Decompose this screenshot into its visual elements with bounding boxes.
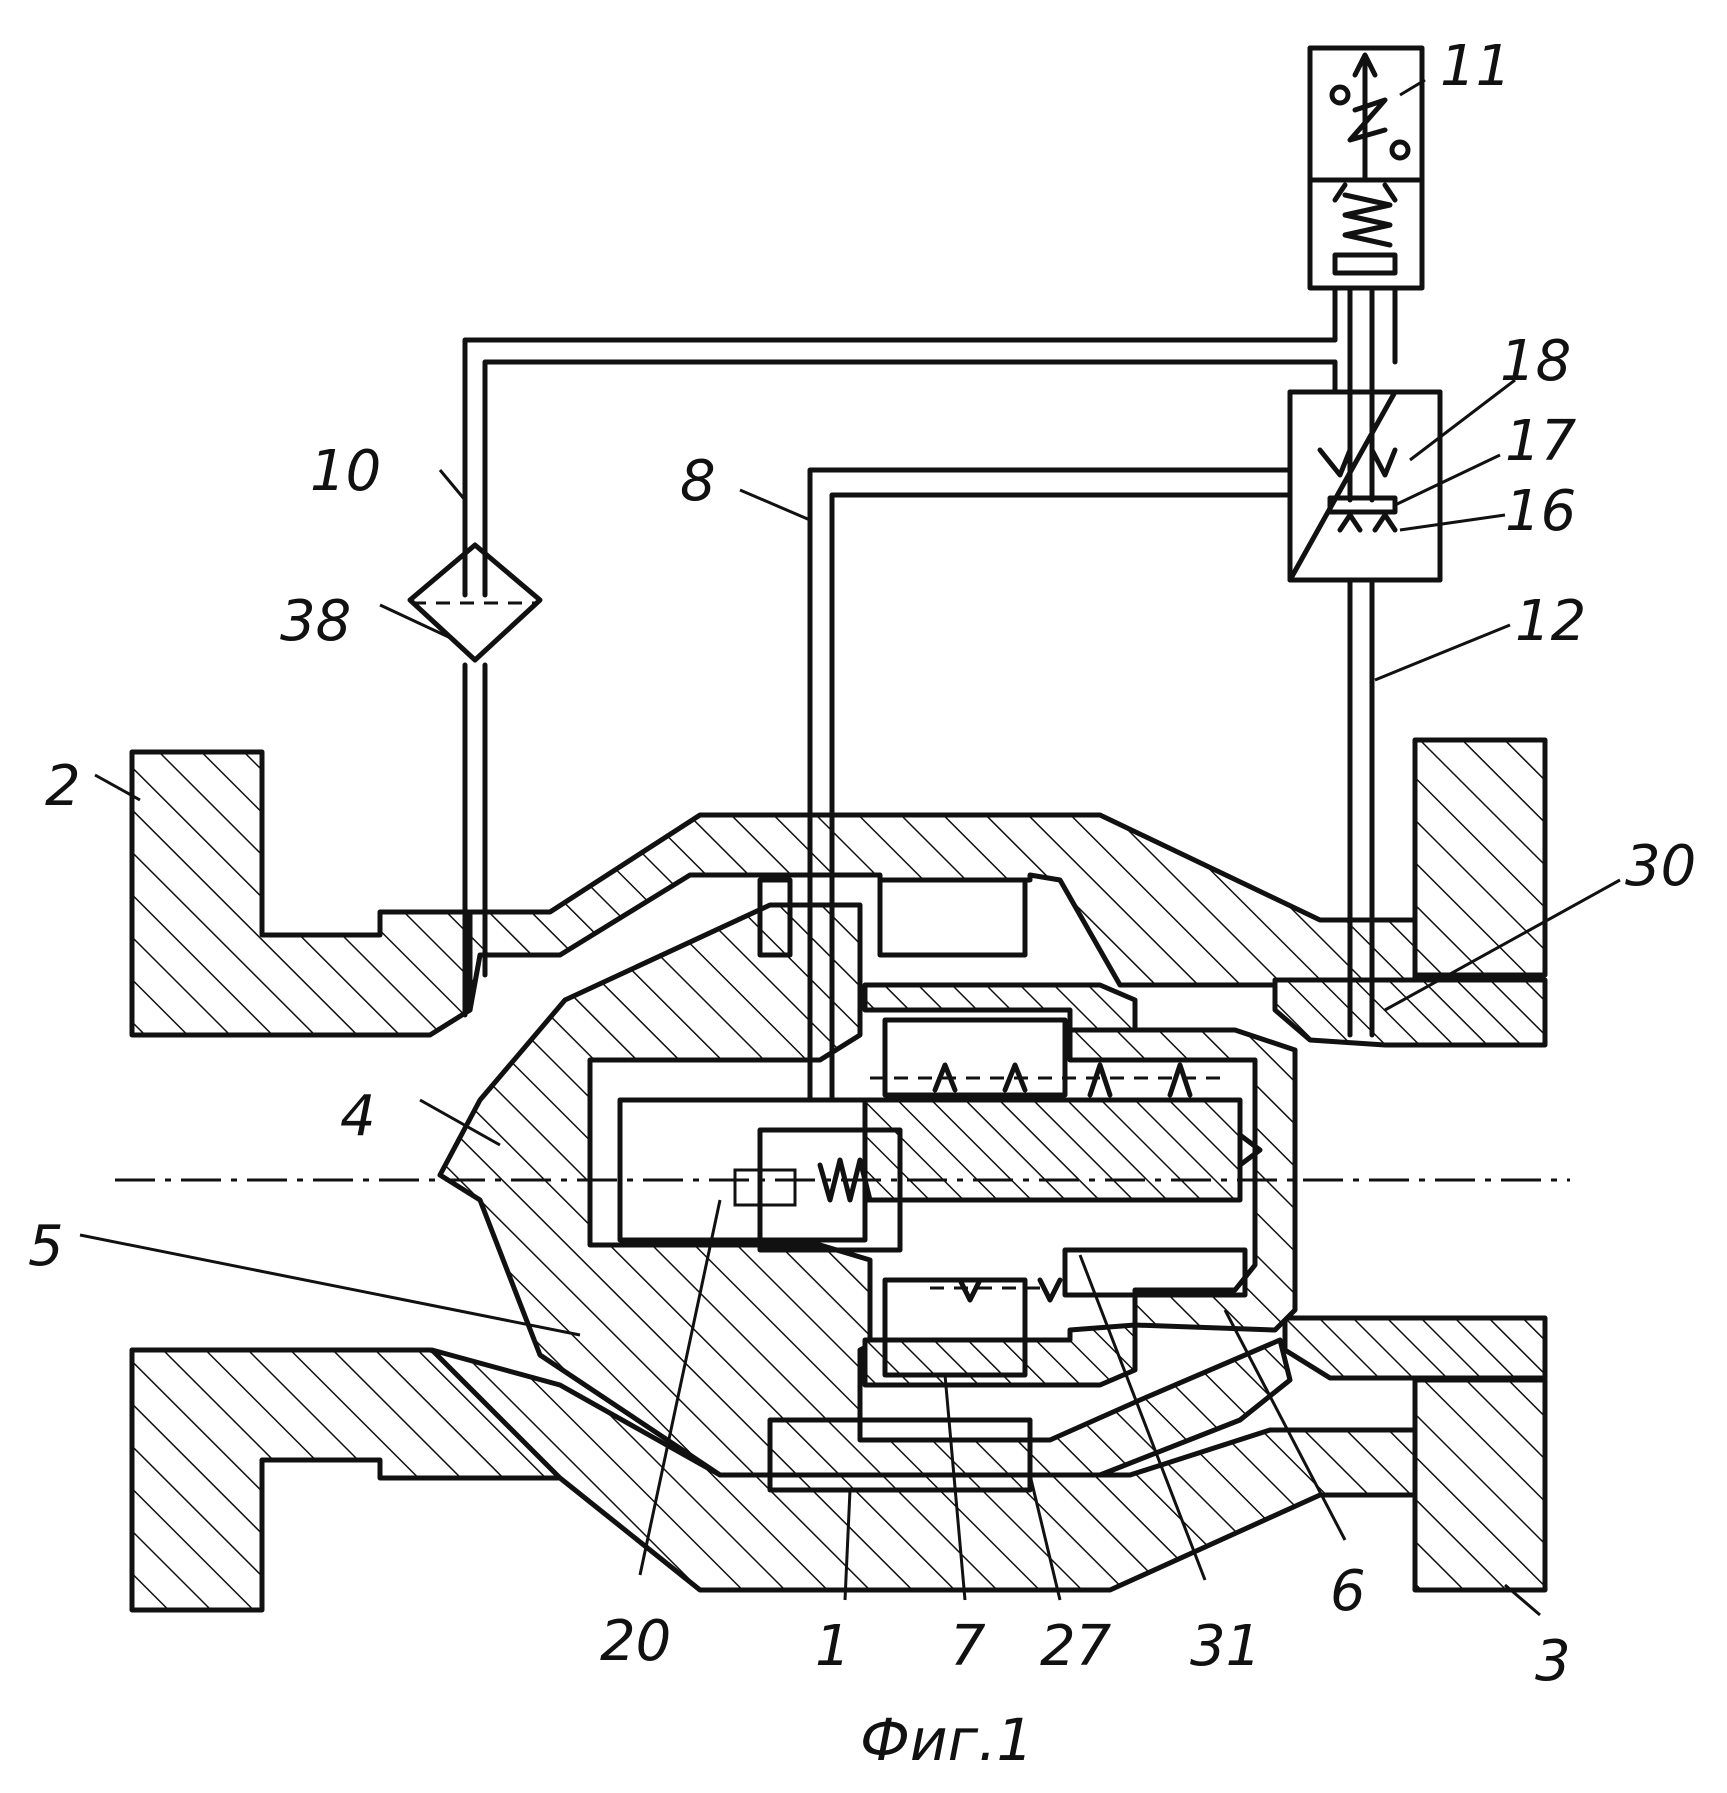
- liner-upper: [865, 985, 1135, 1030]
- label-11: 10: [310, 439, 381, 504]
- disc-18: [1330, 498, 1395, 512]
- label-20: 20: [600, 1609, 671, 1674]
- label-38: 38: [280, 589, 351, 654]
- label-12: 12: [1515, 589, 1586, 654]
- label-31: 31: [1190, 1614, 1261, 1679]
- solenoid-contact-2: [1392, 142, 1408, 158]
- body-window-2: [880, 880, 1025, 955]
- piston-rod: [865, 1100, 1240, 1200]
- seat-ring-upper: [1275, 980, 1545, 1045]
- spring-marks-lower: [960, 1280, 1060, 1300]
- label-7: 7: [950, 1614, 986, 1679]
- chamber-upper-left: [885, 1020, 1065, 1095]
- label-8: 8: [680, 449, 716, 514]
- label-3: 3: [1535, 1629, 1571, 1694]
- right-flange-lower: [1415, 1380, 1545, 1590]
- label-5: 5: [28, 1214, 64, 1279]
- left-flange-upper: [132, 752, 470, 1035]
- label-16: 16: [1505, 479, 1576, 544]
- label-10: 11: [1440, 34, 1511, 99]
- valve-housing-16-17-18: [1290, 362, 1440, 580]
- solenoid-zigzag: [1350, 100, 1385, 140]
- label-30: 30: [1625, 834, 1696, 899]
- pilot-spool: [735, 1170, 795, 1205]
- figure-caption: Фиг.1: [860, 1706, 1033, 1774]
- solenoid-neck: [1335, 288, 1395, 362]
- valve-body-box: [1290, 392, 1440, 580]
- seat-ring-lower: [1285, 1318, 1545, 1378]
- label-6: 6: [1330, 1559, 1366, 1624]
- label-17: 18: [1500, 329, 1571, 394]
- label-18: 17: [1505, 409, 1577, 474]
- solenoid-plunger: [1335, 255, 1395, 273]
- solenoid-spring: [1345, 195, 1390, 245]
- label-4: 4: [340, 1084, 376, 1149]
- label-27: 27: [1040, 1614, 1112, 1679]
- label-1: 1: [815, 1614, 851, 1679]
- label-2: 2: [45, 754, 81, 819]
- solenoid-contact-1: [1332, 87, 1348, 103]
- seat-16: [1340, 515, 1395, 530]
- right-flange: [1415, 740, 1545, 975]
